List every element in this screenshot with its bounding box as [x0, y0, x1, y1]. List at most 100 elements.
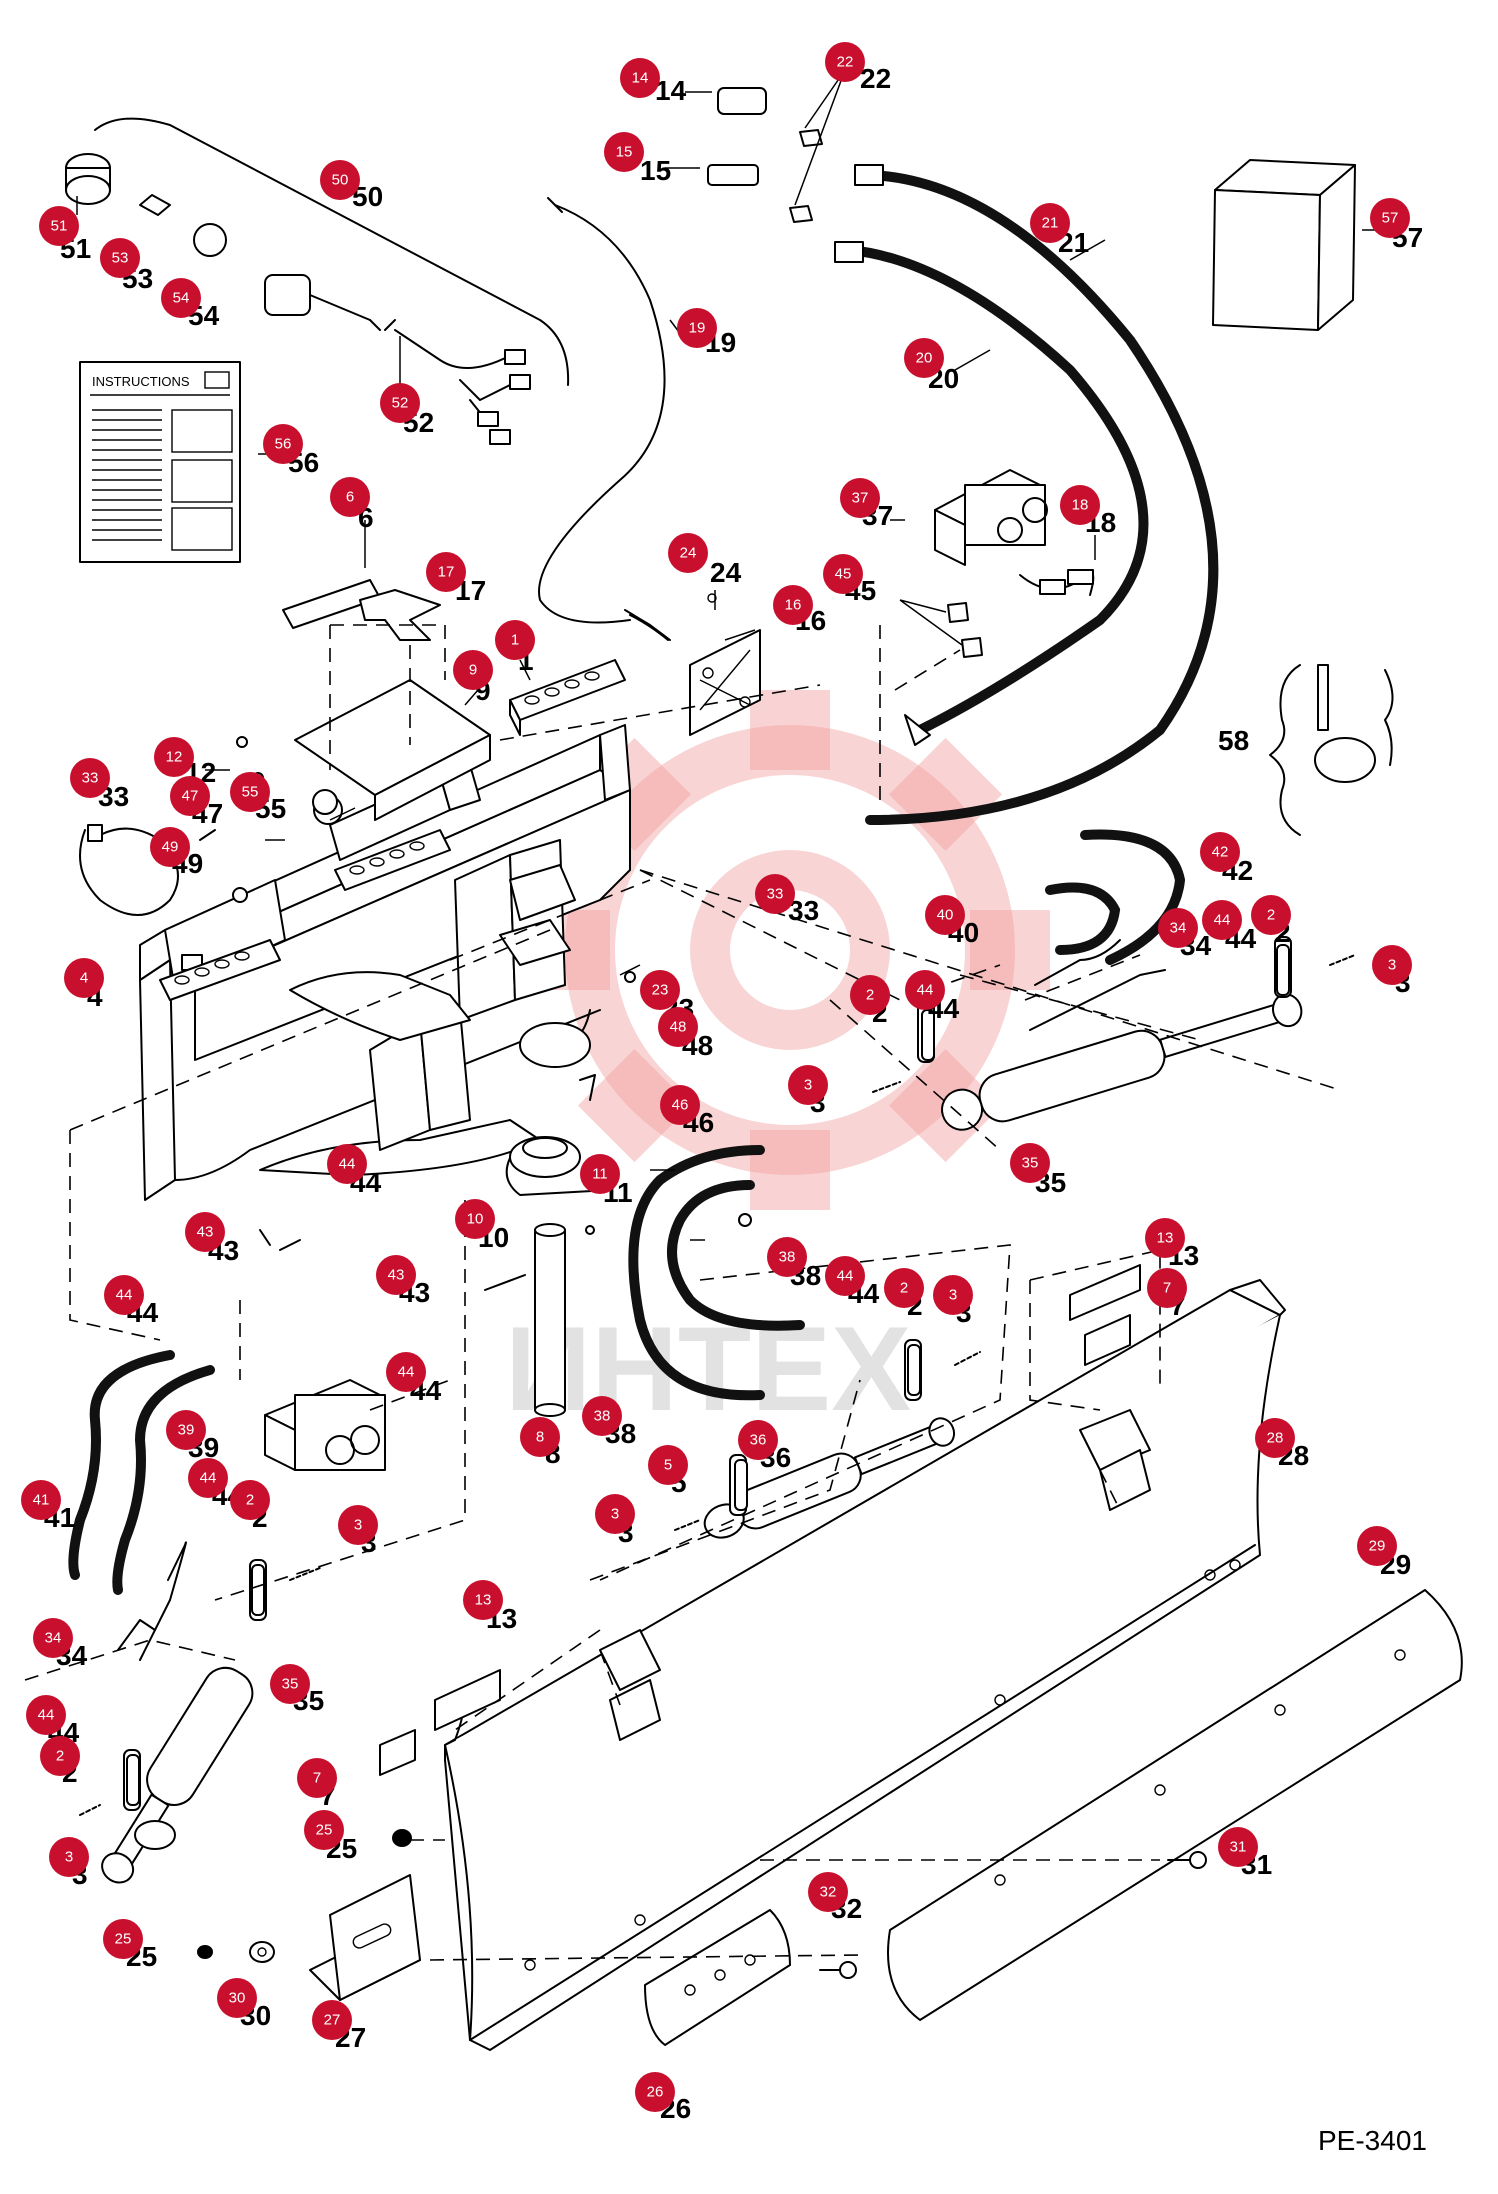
callout-badge-3c[interactable]: 3	[933, 1275, 973, 1315]
callout-badge-42[interactable]: 42	[1200, 832, 1240, 872]
callout-badge-44e[interactable]: 44	[104, 1275, 144, 1315]
callout-badge-45[interactable]: 45	[823, 554, 863, 594]
callout-badge-56[interactable]: 56	[263, 424, 303, 464]
callout-badge-54[interactable]: 54	[161, 278, 201, 318]
callout-badge-17[interactable]: 17	[426, 552, 466, 592]
callout-badge-36[interactable]: 36	[738, 1420, 778, 1460]
callout-badge-1[interactable]: 1	[495, 620, 535, 660]
part-label-plain-58: 58	[1218, 725, 1249, 756]
badge-circle	[338, 1505, 378, 1545]
callout-badge-13a[interactable]: 13	[1145, 1218, 1185, 1258]
callout-badge-48[interactable]: 48	[658, 1007, 698, 1047]
badge-label: 25	[316, 1822, 333, 1839]
badge-label: 2	[246, 1492, 254, 1509]
callout-badge-2d[interactable]: 2	[230, 1480, 270, 1520]
badge-label: 53	[112, 250, 129, 267]
callout-badge-43a[interactable]: 43	[185, 1212, 225, 1252]
callout-badge-14[interactable]: 14	[620, 58, 660, 98]
callout-badge-2c[interactable]: 2	[884, 1268, 924, 1308]
callout-badge-4[interactable]: 4	[64, 958, 104, 998]
badge-label: 41	[33, 1492, 50, 1509]
callout-badge-57[interactable]: 57	[1370, 198, 1410, 238]
callout-badge-49[interactable]: 49	[150, 827, 190, 867]
callout-badge-22[interactable]: 22	[825, 42, 865, 82]
callout-badge-44d[interactable]: 44	[825, 1256, 865, 1296]
callout-badge-34a[interactable]: 34	[1158, 908, 1198, 948]
callout-badge-41[interactable]: 41	[21, 1480, 61, 1520]
callout-badge-6[interactable]: 6	[330, 477, 370, 517]
badge-label: 3	[354, 1517, 362, 1534]
callout-badge-13b[interactable]: 13	[463, 1580, 503, 1620]
callout-badge-2a[interactable]: 2	[1251, 895, 1291, 935]
callout-badge-55[interactable]: 55	[230, 772, 270, 812]
badge-label: 44	[398, 1364, 415, 1381]
callout-badge-29[interactable]: 29	[1357, 1526, 1397, 1566]
callout-badge-3b[interactable]: 3	[788, 1065, 828, 1105]
callout-badge-7b[interactable]: 7	[297, 1758, 337, 1798]
badge-circle	[904, 338, 944, 378]
callout-badge-43b[interactable]: 43	[376, 1255, 416, 1295]
callout-badge-5[interactable]: 5	[648, 1445, 688, 1485]
callout-badge-40[interactable]: 40	[925, 895, 965, 935]
callout-badge-39[interactable]: 39	[166, 1410, 206, 1450]
callout-badge-52[interactable]: 52	[380, 383, 420, 423]
callout-badge-46[interactable]: 46	[660, 1085, 700, 1125]
callout-badge-3e[interactable]: 3	[595, 1494, 635, 1534]
callout-badge-37[interactable]: 37	[840, 478, 880, 518]
callout-badge-3f[interactable]: 3	[49, 1837, 89, 1877]
callout-badge-7a[interactable]: 7	[1147, 1268, 1187, 1308]
callout-badge-8[interactable]: 8	[520, 1417, 560, 1457]
callout-badge-11[interactable]: 11	[580, 1154, 620, 1194]
callout-badge-2b[interactable]: 2	[850, 975, 890, 1015]
callout-badge-31[interactable]: 31	[1218, 1827, 1258, 1867]
callout-badge-51[interactable]: 51	[39, 206, 79, 246]
callout-badge-20[interactable]: 20	[904, 338, 944, 378]
callout-badge-25a[interactable]: 25	[304, 1810, 344, 1850]
callout-badge-35a[interactable]: 35	[1010, 1143, 1050, 1183]
callout-badge-38[interactable]: 38	[767, 1237, 807, 1277]
callout-badge-16[interactable]: 16	[773, 585, 813, 625]
callout-badge-25b[interactable]: 25	[103, 1919, 143, 1959]
badge-circle	[1357, 1526, 1397, 1566]
callout-badge-47[interactable]: 47	[170, 776, 210, 816]
callout-badge-53a[interactable]: 53	[100, 238, 140, 278]
callout-badge-15[interactable]: 15	[604, 132, 644, 172]
callout-badge-44f[interactable]: 44	[386, 1352, 426, 1392]
badge-label: 40	[937, 907, 954, 924]
callout-badge-34b[interactable]: 34	[33, 1618, 73, 1658]
badge-circle	[677, 308, 717, 348]
callout-badge-30[interactable]: 30	[217, 1978, 257, 2018]
badge-circle	[580, 1154, 620, 1194]
callout-badge-33b[interactable]: 33	[755, 874, 795, 914]
callout-badge-9[interactable]: 9	[453, 650, 493, 690]
callout-badge-21[interactable]: 21	[1030, 203, 1070, 243]
callout-badge-19[interactable]: 19	[677, 308, 717, 348]
callout-badge-23[interactable]: 23	[640, 970, 680, 1010]
badge-circle	[380, 383, 420, 423]
callout-badge-2e[interactable]: 2	[40, 1736, 80, 1776]
callout-badge-18[interactable]: 18	[1060, 485, 1100, 525]
callout-badge-33a[interactable]: 33	[70, 758, 110, 798]
callout-badge-44c[interactable]: 44	[327, 1144, 367, 1184]
callout-badge-44h[interactable]: 44	[26, 1695, 66, 1735]
callout-badge-10[interactable]: 10	[455, 1199, 495, 1239]
badge-label: 23	[652, 982, 669, 999]
callout-badge-44b[interactable]: 44	[905, 970, 945, 1010]
callout-badge-35b[interactable]: 35	[270, 1664, 310, 1704]
badge-label: 42	[1212, 844, 1229, 861]
callout-badge-32[interactable]: 32	[808, 1872, 848, 1912]
badge-label: 34	[45, 1630, 62, 1647]
callout-badge-12[interactable]: 12	[154, 737, 194, 777]
callout-badge-44g[interactable]: 44	[188, 1458, 228, 1498]
badge-circle	[26, 1695, 66, 1735]
callout-badge-26[interactable]: 26	[635, 2072, 675, 2112]
badge-label: 1	[511, 632, 519, 649]
callout-badge-27[interactable]: 27	[312, 2000, 352, 2040]
callout-badge-38b[interactable]: 38	[582, 1396, 622, 1436]
callout-badge-44a[interactable]: 44	[1202, 900, 1242, 940]
callout-badge-24[interactable]: 24	[668, 533, 708, 573]
callout-badge-50[interactable]: 50	[320, 160, 360, 200]
callout-badge-28[interactable]: 28	[1255, 1418, 1295, 1458]
callout-badge-3a[interactable]: 3	[1372, 945, 1412, 985]
callout-badge-3d[interactable]: 3	[338, 1505, 378, 1545]
